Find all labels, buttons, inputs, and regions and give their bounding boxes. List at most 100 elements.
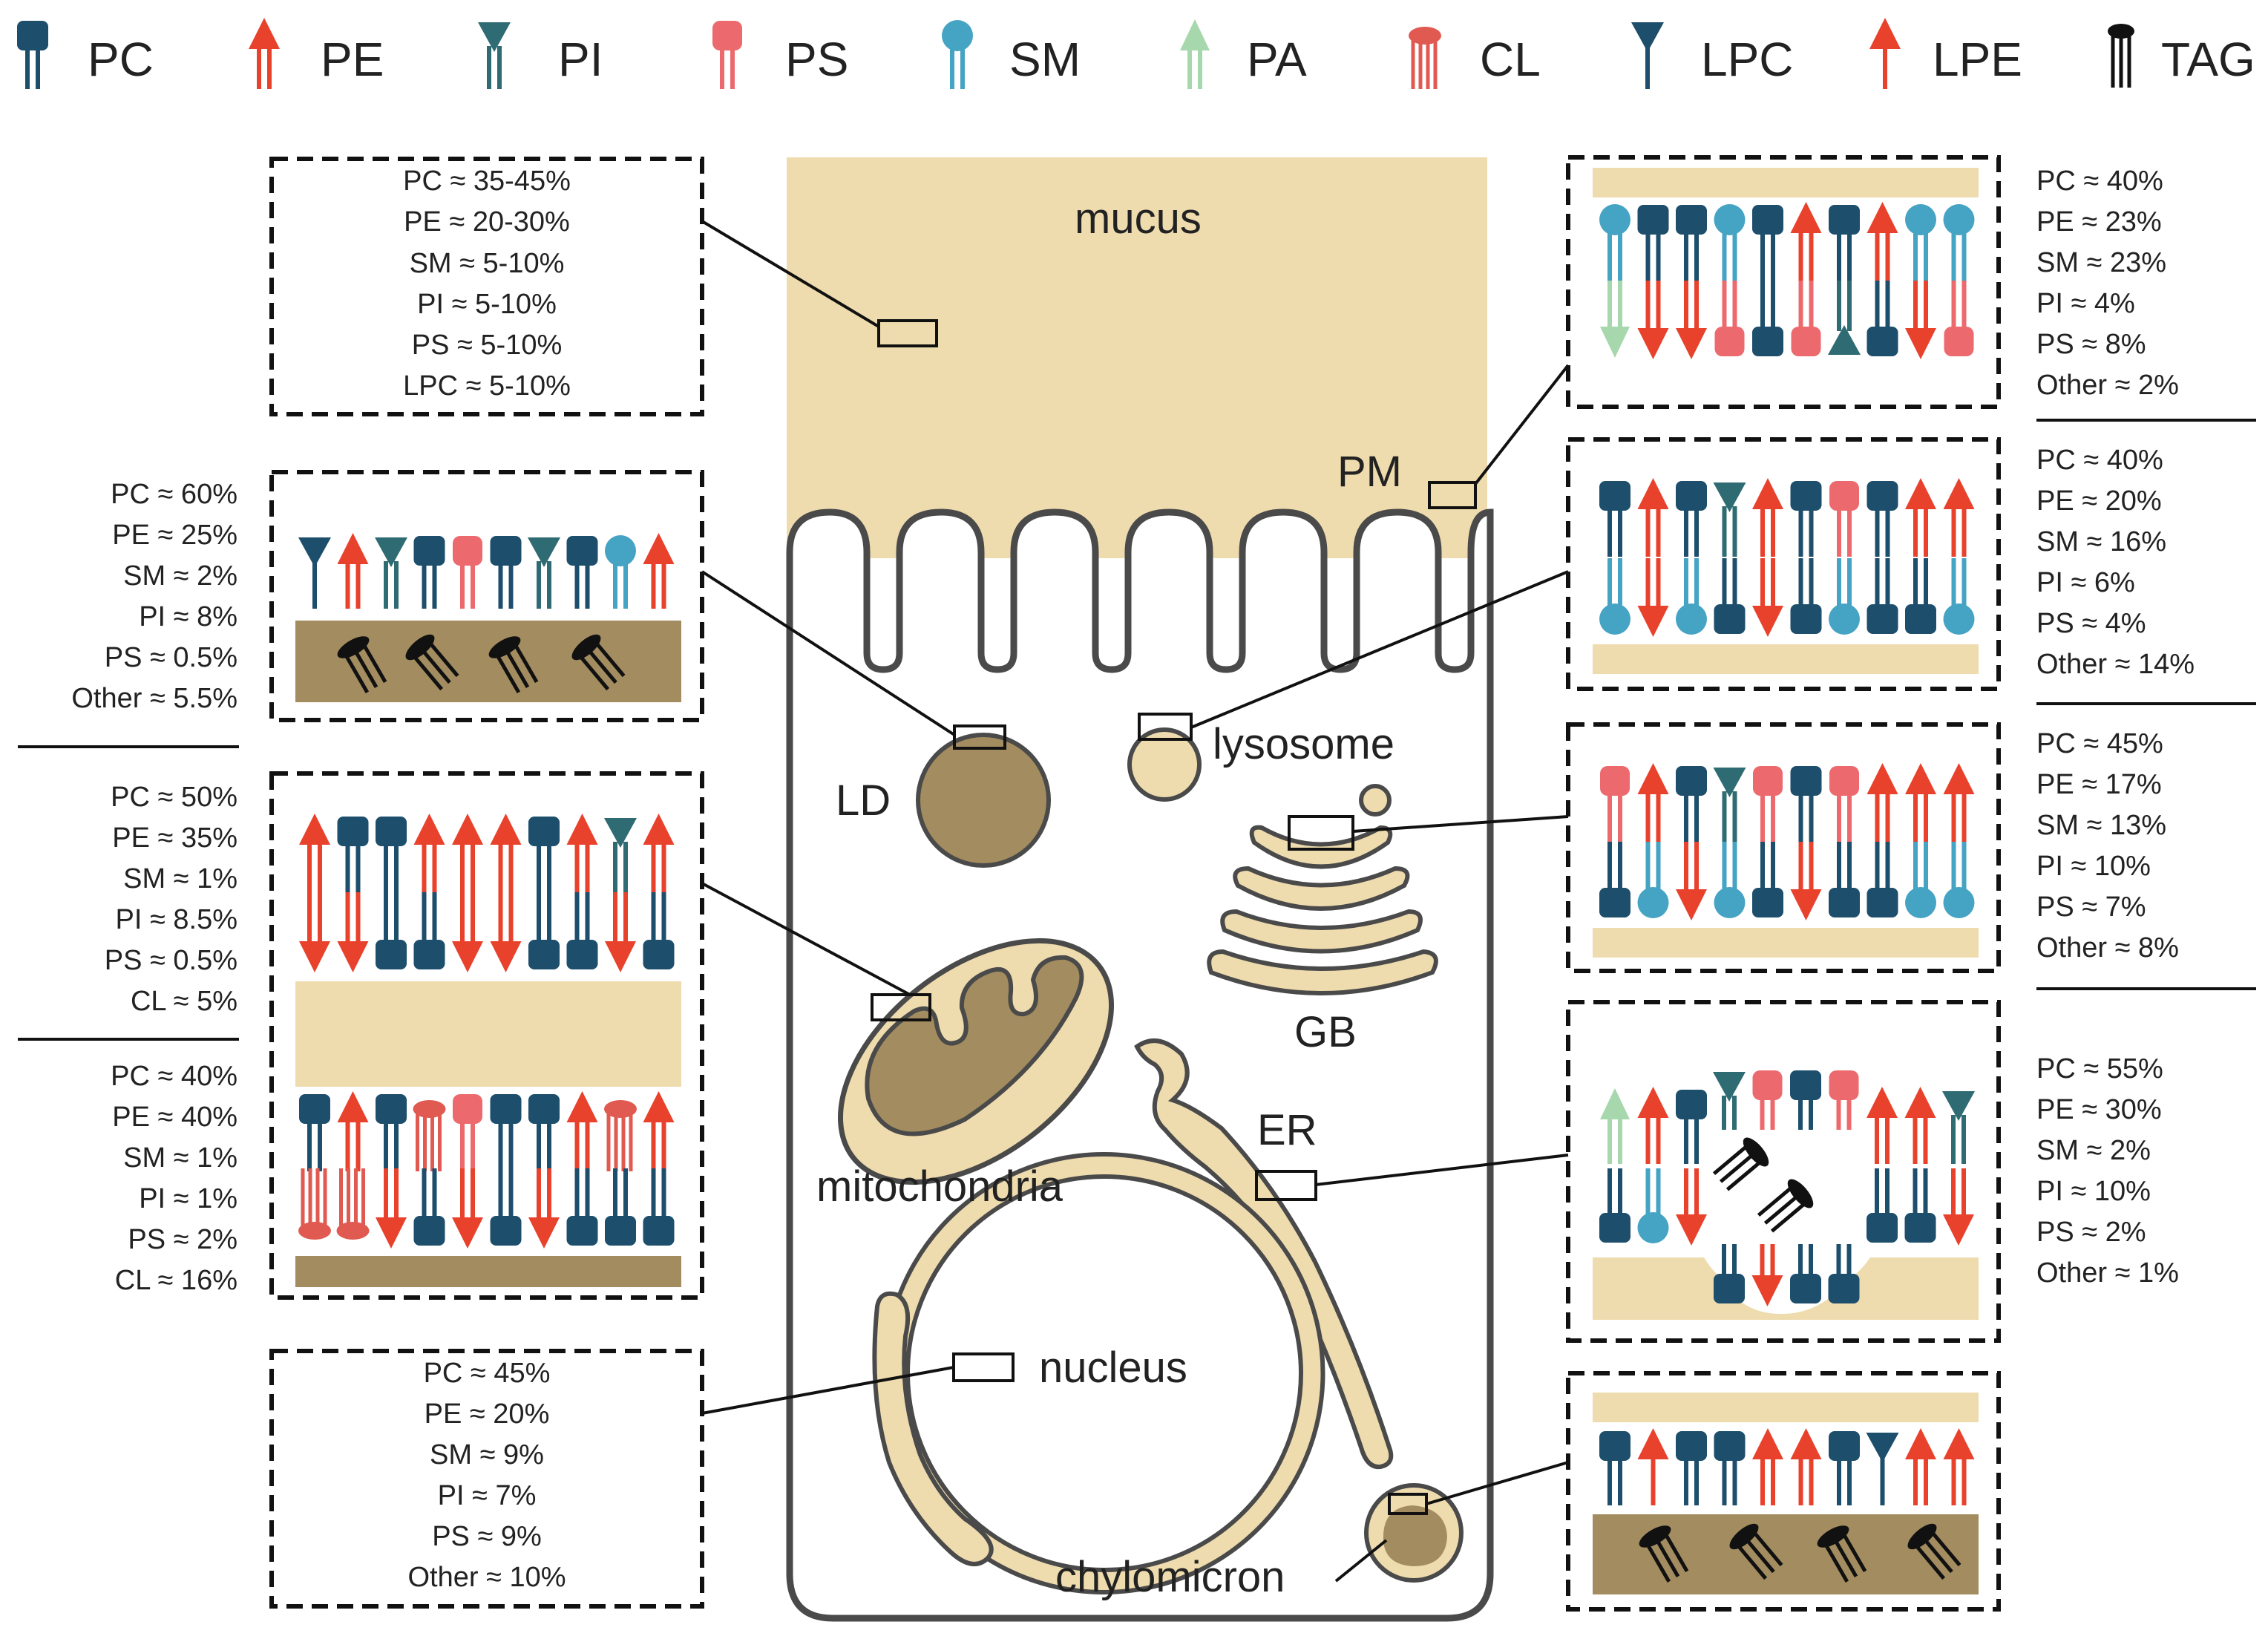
comp-gb-0: PC ≈ 45% xyxy=(2036,728,2163,759)
mito-inner-top-lipid-7 xyxy=(566,1091,598,1171)
legend-label-pc: PC xyxy=(88,33,154,86)
comp-er-3: PI ≈ 10% xyxy=(2036,1176,2151,1207)
mito-inner-bot-lipid-0 xyxy=(298,1168,331,1240)
mito-intermembrane-layer xyxy=(295,981,681,1087)
label-pm: PM xyxy=(1337,448,1402,496)
comp-ld-0: PC ≈ 60% xyxy=(111,479,237,510)
legend-label-ps: PS xyxy=(785,33,848,86)
chylo-tag-3 xyxy=(1907,1523,1961,1580)
mito-inner-top-lipid-0 xyxy=(299,1094,330,1171)
gb-box xyxy=(1566,722,2001,973)
mucus-box xyxy=(269,157,704,416)
chylo-box xyxy=(1566,1371,2001,1612)
er-tag-0 xyxy=(1712,1137,1769,1191)
chylo-lipid-0 xyxy=(1599,1431,1630,1505)
gb-inner-lipid-6 xyxy=(1829,842,1860,917)
legend-label-tag: TAG xyxy=(2161,33,2255,86)
comp-lys-5: Other ≈ 14% xyxy=(2036,649,2195,680)
mito-outer-top-lipid-1 xyxy=(337,817,369,894)
er-top-right-lipid-0 xyxy=(1866,1087,1898,1164)
mito-inner-bot-lipid-6 xyxy=(528,1168,560,1249)
comp-mito-i-5: CL ≈ 16% xyxy=(115,1265,237,1296)
er-bot-left-lipid-2 xyxy=(1676,1168,1707,1246)
lys-inner-lipid-4 xyxy=(1752,558,1783,637)
er-bud-top-lipid-1 xyxy=(1752,1070,1783,1130)
comp-gb-2: SM ≈ 13% xyxy=(2036,810,2166,841)
mito-matrix-layer xyxy=(295,1256,681,1287)
mito-inner-top-lipid-9 xyxy=(643,1091,675,1171)
er-bud-top-lipid-3 xyxy=(1829,1070,1859,1130)
comp-er-0: PC ≈ 55% xyxy=(2036,1053,2163,1085)
gb-outer-lipid-1 xyxy=(1637,763,1669,842)
label-lysosome: lysosome xyxy=(1213,720,1394,768)
mito-inner-bot-lipid-3 xyxy=(413,1168,445,1246)
legend-glyph-pa xyxy=(1180,19,1210,89)
comp-pm-2: SM ≈ 23% xyxy=(2036,247,2166,278)
marker-er xyxy=(1255,1170,1317,1201)
lys-outer-lipid-5 xyxy=(1790,481,1822,557)
comp-gb-5: Other ≈ 8% xyxy=(2036,932,2179,964)
gb-inner-lipid-2 xyxy=(1676,842,1707,920)
gb-inner-lipid-5 xyxy=(1790,842,1822,920)
lys-inner-lipid-9 xyxy=(1943,558,1975,635)
pm-outer-lipid-5 xyxy=(1790,202,1822,281)
legend-glyph-lpe xyxy=(1869,18,1901,89)
comp-pm-5: Other ≈ 2% xyxy=(2036,370,2179,401)
label-mucus: mucus xyxy=(1075,194,1202,243)
comp-gb-3: PI ≈ 10% xyxy=(2036,851,2151,882)
ld-core-layer xyxy=(295,621,681,702)
comp-lys-0: PC ≈ 40% xyxy=(2036,445,2163,476)
er-bud-bot-lipid-2 xyxy=(1790,1244,1821,1303)
chylo-lipid-2 xyxy=(1676,1431,1707,1505)
lys-outer-lipid-4 xyxy=(1752,478,1783,557)
marker-mucus xyxy=(877,319,938,347)
legend-label-cl: CL xyxy=(1480,33,1541,86)
comp-nucleus-3: PI ≈ 7% xyxy=(438,1480,537,1511)
ld-lipid-9 xyxy=(643,533,675,609)
lys-lumen-layer xyxy=(1593,644,1979,674)
pm-inner-lipid-5 xyxy=(1791,281,1821,356)
comp-mucus-3: PI ≈ 5-10% xyxy=(417,289,557,320)
mito-inner-top-lipid-3 xyxy=(413,1100,446,1171)
chylo-core-layer xyxy=(1593,1514,1979,1594)
marker-pm xyxy=(1428,481,1477,509)
er-bot-right-lipid-0 xyxy=(1866,1168,1898,1243)
legend-glyph-pc xyxy=(17,21,48,89)
pm-outer-lipid-4 xyxy=(1752,205,1783,281)
pm-inner-lipid-7 xyxy=(1866,281,1898,356)
pm-outer-lipid-9 xyxy=(1943,204,1975,281)
marker-mito xyxy=(871,993,931,1021)
membrane-schematics xyxy=(295,168,1979,1594)
mito-inner-bot-lipid-9 xyxy=(643,1168,675,1246)
gb-outer-lipid-9 xyxy=(1943,763,1975,842)
lys-box xyxy=(1566,437,2001,691)
comp-mucus-2: SM ≈ 5-10% xyxy=(410,248,565,279)
lys-outer-lipid-8 xyxy=(1905,478,1936,557)
mito-outer-bot-lipid-5 xyxy=(490,892,522,972)
gb-inner-lipid-3 xyxy=(1714,842,1746,918)
mito-outer-bot-lipid-7 xyxy=(566,892,598,969)
comp-gb-4: PS ≈ 7% xyxy=(2036,892,2146,923)
lys-outer-lipid-6 xyxy=(1829,481,1859,557)
comp-mito-o-5: CL ≈ 5% xyxy=(131,986,237,1017)
ld-lipid-0 xyxy=(298,537,331,609)
mito-inner-top-lipid-8 xyxy=(604,1100,637,1171)
legend-label-pe: PE xyxy=(321,33,384,86)
mito-outer-bot-lipid-0 xyxy=(299,892,330,972)
label-gb: GB xyxy=(1294,1008,1357,1056)
chylo-lipid-8 xyxy=(1905,1428,1936,1505)
gb-inner-lipid-0 xyxy=(1599,842,1630,917)
chylo-tag-1 xyxy=(1729,1523,1783,1580)
er-bot-right-lipid-2 xyxy=(1943,1168,1974,1246)
pm-inner-lipid-8 xyxy=(1905,281,1936,359)
comp-gb-1: PE ≈ 17% xyxy=(2036,769,2162,800)
legend-label-lpe: LPE xyxy=(1933,33,2022,86)
mitochondrion xyxy=(837,938,1115,1185)
nucleus-box xyxy=(269,1349,704,1609)
mito-inner-top-lipid-6 xyxy=(528,1094,560,1171)
pm-inner-lipid-0 xyxy=(1600,281,1630,358)
chylo-lipid-7 xyxy=(1866,1433,1899,1505)
er-bud-void xyxy=(1714,1143,1861,1314)
legend-label-lpc: LPC xyxy=(1701,33,1794,86)
